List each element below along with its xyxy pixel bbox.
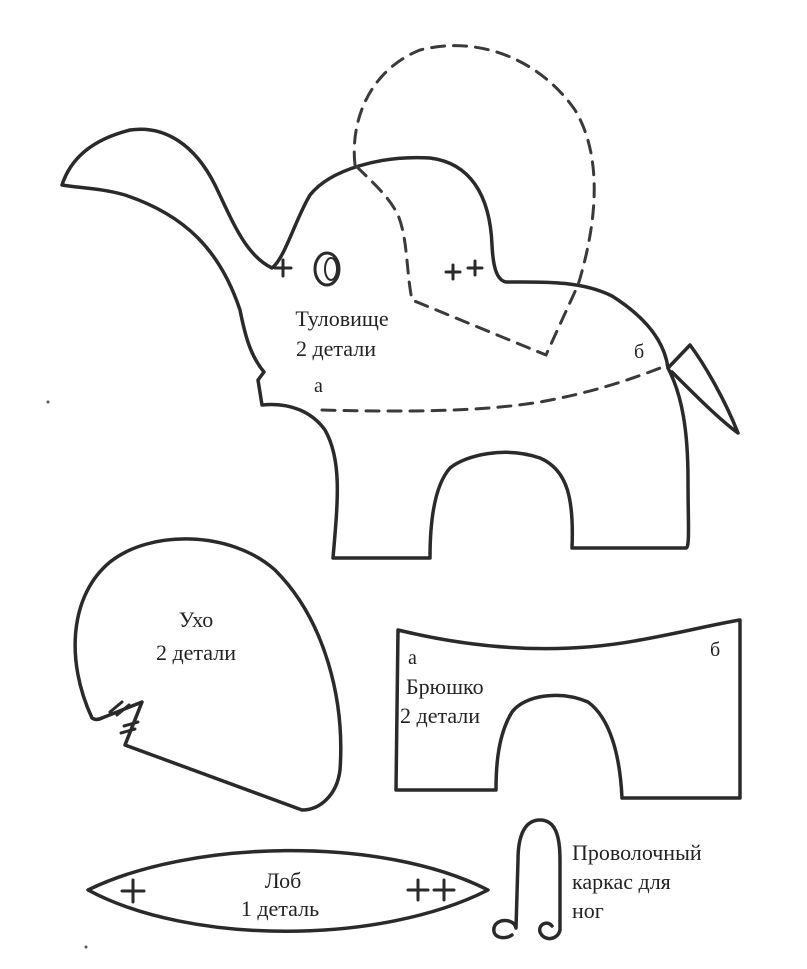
wire-frame-piece: Проволочный каркас для ног [492,818,702,941]
ear-piece: Ухо 2 детали [73,537,343,812]
body-outline [60,127,691,560]
ear-outline [73,537,343,812]
belly-mark-a: а [408,647,417,669]
forehead-piece: Лоб 1 деталь [86,848,490,933]
ear-label-count: 2 детали [156,640,236,665]
ear-placement-dashed [352,44,596,357]
body-mark-a: а [314,375,323,397]
body-label-name: Туловище [295,306,388,331]
belly-label-count: 2 детали [400,703,480,728]
body-cross-marks-head [444,259,484,281]
belly-seam-dashed [320,363,670,413]
wire-frame-outline [492,818,562,941]
body-cross-mark-trunk [273,258,293,278]
body-tail [666,343,740,435]
body-mark-b: б [634,341,644,363]
eye-icon [313,251,341,287]
wire-label-line1: Проволочный [572,840,702,865]
forehead-outline [86,848,490,933]
wire-label-line3: ног [572,898,604,923]
belly-piece: а б Брюшко 2 детали [394,618,742,800]
body-label-count: 2 детали [296,336,376,361]
forehead-label-count: 1 деталь [241,896,319,921]
belly-mark-b: б [710,639,720,661]
belly-outline [394,618,742,800]
ear-label-name: Ухо [179,607,214,632]
paper-speck [46,400,50,404]
forehead-cross-mark-left [120,878,146,904]
forehead-label-name: Лоб [265,868,302,893]
ear-notch-marks [108,700,140,735]
forehead-cross-marks-right [406,878,456,902]
paper-speck [84,945,88,949]
wire-label-line2: каркас для [572,869,671,894]
body-piece: а б Туловище 2 детали [60,44,740,560]
belly-label-name: Брюшко [406,674,484,699]
eye-inner [324,257,338,281]
